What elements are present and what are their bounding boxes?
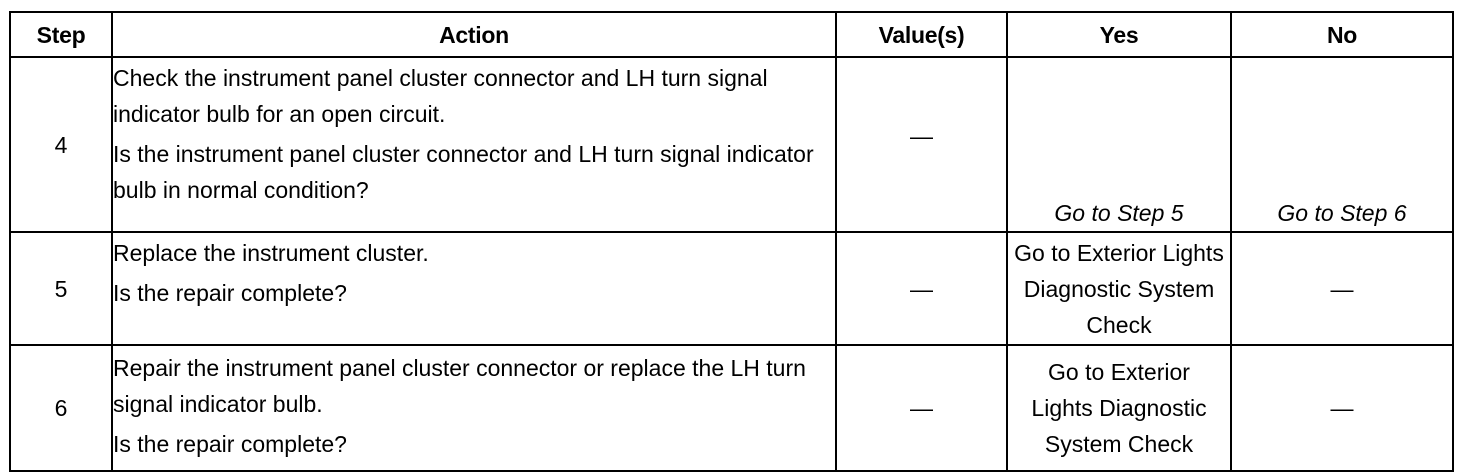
no-cell: Go to Step 6 xyxy=(1230,56,1454,233)
header-row: Step Action Value(s) Yes No xyxy=(9,11,1454,58)
table-row: 6 Repair the instrument panel cluster co… xyxy=(9,344,1454,472)
yes-cell: Go to Exterior Lights Diagnostic System … xyxy=(1006,231,1232,346)
header-action: Action xyxy=(111,11,837,58)
action-text: Check the instrument panel cluster conne… xyxy=(113,65,768,127)
step-number: 4 xyxy=(9,56,113,233)
no-cell: — xyxy=(1230,344,1454,472)
value-cell: — xyxy=(835,56,1008,233)
header-yes: Yes xyxy=(1006,11,1232,58)
diagnostic-table: Step Action Value(s) Yes No 4 Check the … xyxy=(9,11,1454,472)
action-cell: Repair the instrument panel cluster conn… xyxy=(111,344,837,472)
action-question: Is the repair complete? xyxy=(113,431,347,457)
step-number: 5 xyxy=(9,231,113,346)
action-text: Replace the instrument cluster. xyxy=(113,240,429,266)
step-number: 6 xyxy=(9,344,113,472)
yes-cell: Go to Exterior Lights Diagnostic System … xyxy=(1006,344,1232,472)
table-row: 5 Replace the instrument cluster. Is the… xyxy=(9,231,1454,346)
action-question: Is the repair complete? xyxy=(113,280,347,306)
action-cell: Check the instrument panel cluster conne… xyxy=(111,56,837,233)
header-values: Value(s) xyxy=(835,11,1008,58)
header-step: Step xyxy=(9,11,113,58)
value-cell: — xyxy=(835,344,1008,472)
value-cell: — xyxy=(835,231,1008,346)
no-cell: — xyxy=(1230,231,1454,346)
action-question: Is the instrument panel cluster connecto… xyxy=(113,141,814,203)
yes-cell: Go to Step 5 xyxy=(1006,56,1232,233)
header-no: No xyxy=(1230,11,1454,58)
action-cell: Replace the instrument cluster. Is the r… xyxy=(111,231,837,346)
table-row: 4 Check the instrument panel cluster con… xyxy=(9,56,1454,233)
action-text: Repair the instrument panel cluster conn… xyxy=(113,355,806,417)
